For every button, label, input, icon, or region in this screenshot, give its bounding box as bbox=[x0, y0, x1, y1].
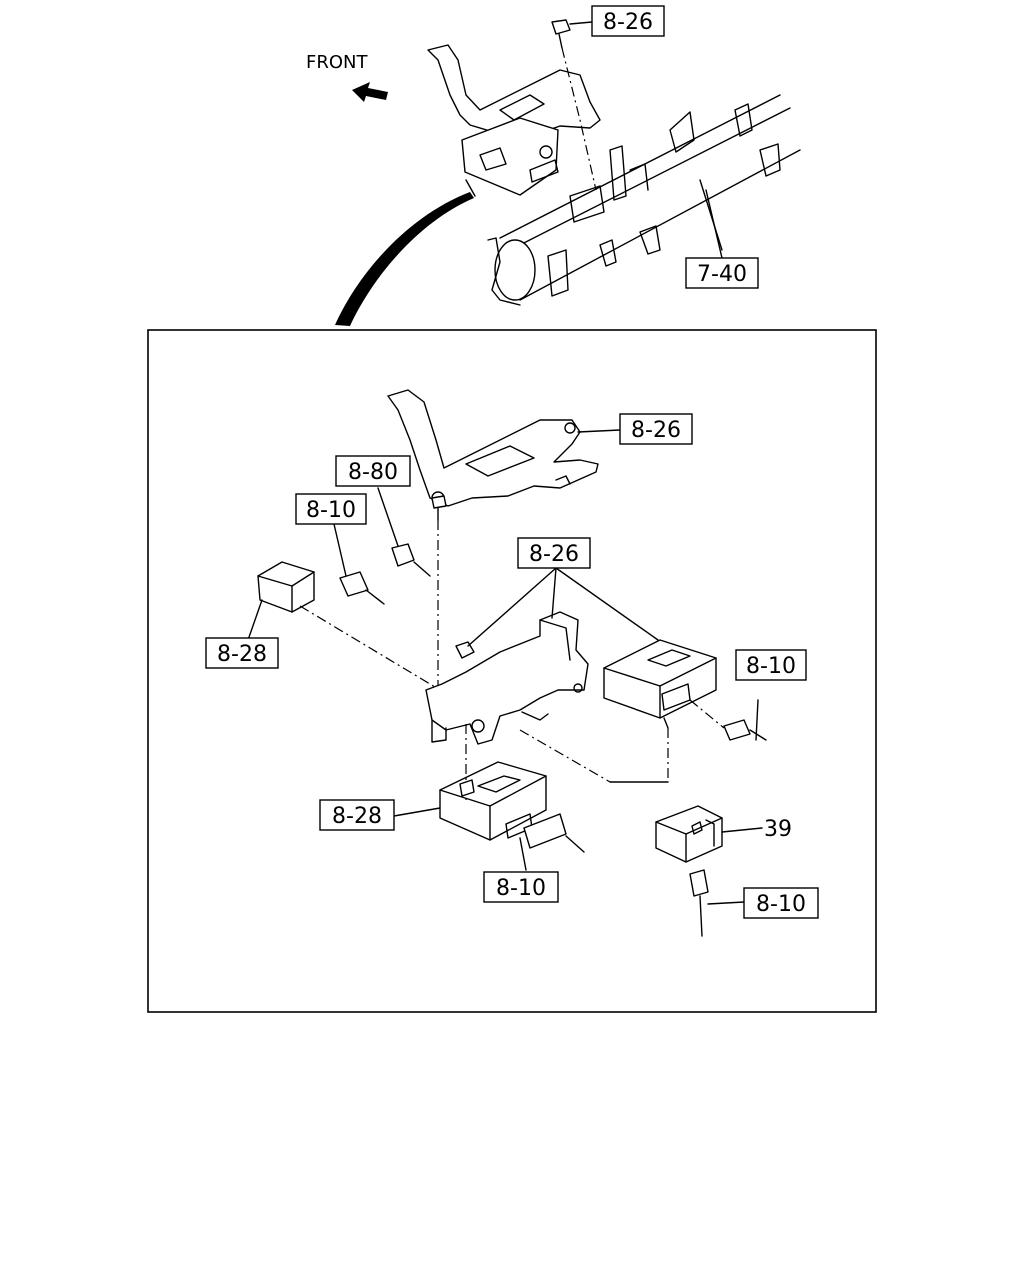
overview-view: FRONT bbox=[306, 5, 801, 326]
bracket-screw bbox=[431, 495, 447, 690]
relay-left: 8-28 bbox=[205, 561, 441, 691]
front-arrow-icon bbox=[352, 82, 388, 102]
zoom-arrow bbox=[335, 192, 474, 326]
svg-text:8-26: 8-26 bbox=[631, 418, 681, 443]
svg-text:7-40: 7-40 bbox=[697, 262, 747, 287]
svg-text:8-80: 8-80 bbox=[348, 460, 398, 485]
connector-8-10-relay: 8-10 bbox=[689, 869, 819, 937]
lower-bracket bbox=[425, 611, 589, 745]
upper-bracket bbox=[387, 389, 599, 507]
upper-bracket-overview bbox=[427, 44, 601, 197]
connector-8-80: 8-80 bbox=[335, 455, 431, 577]
callout-top-bolt: 8-26 bbox=[569, 5, 665, 37]
relay-part-number: 39 bbox=[764, 817, 792, 842]
svg-text:8-10: 8-10 bbox=[496, 876, 546, 901]
crossmember bbox=[487, 94, 801, 306]
connector-8-10-right: 8-10 bbox=[689, 649, 807, 741]
svg-text:8-26: 8-26 bbox=[603, 10, 653, 35]
connector-8-10-mid: 8-10 bbox=[295, 493, 385, 605]
callout-bracket-lower: 8-26 bbox=[467, 537, 659, 647]
svg-text:8-10: 8-10 bbox=[746, 654, 796, 679]
bracket-nut bbox=[455, 641, 475, 659]
detail-frame bbox=[147, 329, 877, 1013]
svg-text:8-26: 8-26 bbox=[529, 542, 579, 567]
svg-text:8-28: 8-28 bbox=[332, 804, 382, 829]
module-lower: 8-28 bbox=[319, 724, 547, 841]
relay-39: 39 bbox=[655, 805, 792, 863]
callout-crossmember: 7-40 bbox=[685, 189, 759, 289]
control-module-right bbox=[519, 639, 717, 783]
front-label: FRONT bbox=[306, 52, 368, 73]
svg-text:8-10: 8-10 bbox=[756, 892, 806, 917]
svg-text:8-10: 8-10 bbox=[306, 498, 356, 523]
svg-text:8-28: 8-28 bbox=[217, 642, 267, 667]
detail-view: 8-26 8-80 8-10 bbox=[205, 389, 819, 937]
top-bolt bbox=[551, 19, 597, 191]
callout-bracket-upper: 8-26 bbox=[577, 413, 693, 445]
connector-8-10-lower: 8-10 bbox=[483, 813, 585, 903]
